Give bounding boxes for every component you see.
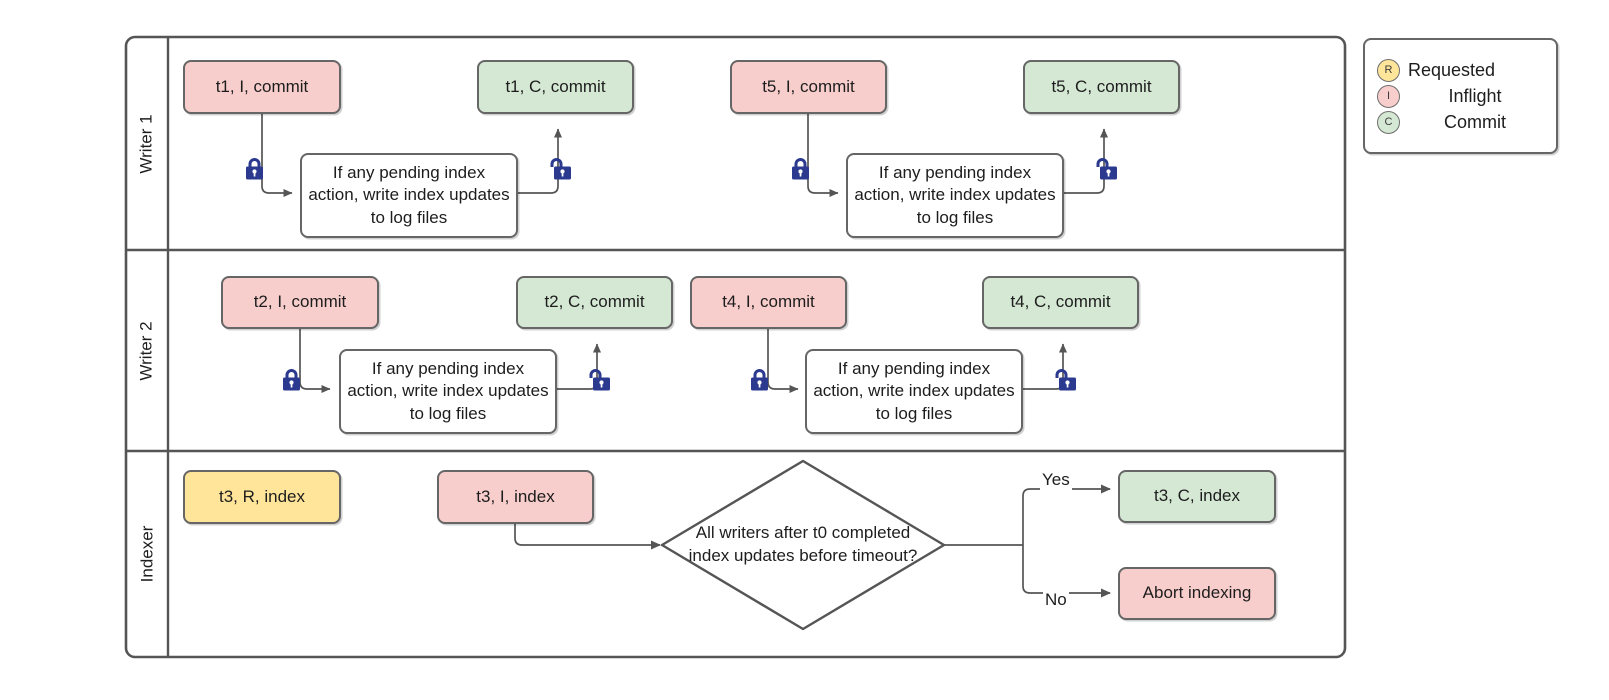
- node-ix-t3-requested[interactable]: t3, R, index: [183, 470, 341, 524]
- lane-label-indexer-text: Indexer: [137, 525, 157, 583]
- legend-label-inflight: Inflight: [1448, 85, 1502, 106]
- legend-item-inflight: I Inflight: [1377, 83, 1542, 109]
- legend-item-commit: C Commit: [1377, 109, 1542, 135]
- node-ix-t3-commit[interactable]: t3, C, index: [1118, 470, 1276, 523]
- lane-label-writer-2: Writer 2: [126, 250, 168, 451]
- node-w2-t2-inflight[interactable]: t2, I, commit: [221, 276, 379, 329]
- node-w2-t4-inflight[interactable]: t4, I, commit: [690, 276, 847, 329]
- node-w1-process-left[interactable]: If any pending index action, write index…: [300, 153, 518, 238]
- edge-label-yes: Yes: [1040, 470, 1072, 490]
- node-w2-process-right[interactable]: If any pending index action, write index…: [805, 349, 1023, 434]
- node-w1-t1-inflight[interactable]: t1, I, commit: [183, 60, 341, 114]
- node-ix-decision-label[interactable]: All writers after t0 completed index upd…: [688, 523, 918, 565]
- node-w2-process-left[interactable]: If any pending index action, write index…: [339, 349, 557, 434]
- legend-badge-commit-icon: C: [1377, 110, 1400, 134]
- lane-label-writer-2-text: Writer 2: [137, 320, 157, 381]
- node-w1-t5-commit[interactable]: t5, C, commit: [1023, 60, 1180, 114]
- node-ix-abort[interactable]: Abort indexing: [1118, 567, 1276, 620]
- node-w1-t5-inflight[interactable]: t5, I, commit: [730, 60, 887, 114]
- node-w1-t1-commit[interactable]: t1, C, commit: [477, 60, 634, 114]
- legend-box: R Requested I Inflight C Commit: [1363, 38, 1558, 154]
- legend-item-requested: R Requested: [1377, 57, 1542, 83]
- node-w2-t4-commit[interactable]: t4, C, commit: [982, 276, 1139, 329]
- legend-label-requested: Requested: [1408, 59, 1496, 80]
- lane-label-writer-1-text: Writer 1: [137, 113, 157, 174]
- legend-badge-requested-icon: R: [1377, 58, 1400, 82]
- node-w1-process-right[interactable]: If any pending index action, write index…: [846, 153, 1064, 238]
- lane-label-indexer: Indexer: [126, 451, 168, 657]
- lane-label-writer-1: Writer 1: [126, 37, 168, 250]
- legend-label-commit: Commit: [1444, 111, 1506, 132]
- edge-label-no: No: [1043, 590, 1069, 610]
- legend-badge-inflight-icon: I: [1377, 84, 1400, 108]
- node-w2-t2-commit[interactable]: t2, C, commit: [516, 276, 673, 329]
- node-ix-t3-inflight[interactable]: t3, I, index: [437, 470, 594, 524]
